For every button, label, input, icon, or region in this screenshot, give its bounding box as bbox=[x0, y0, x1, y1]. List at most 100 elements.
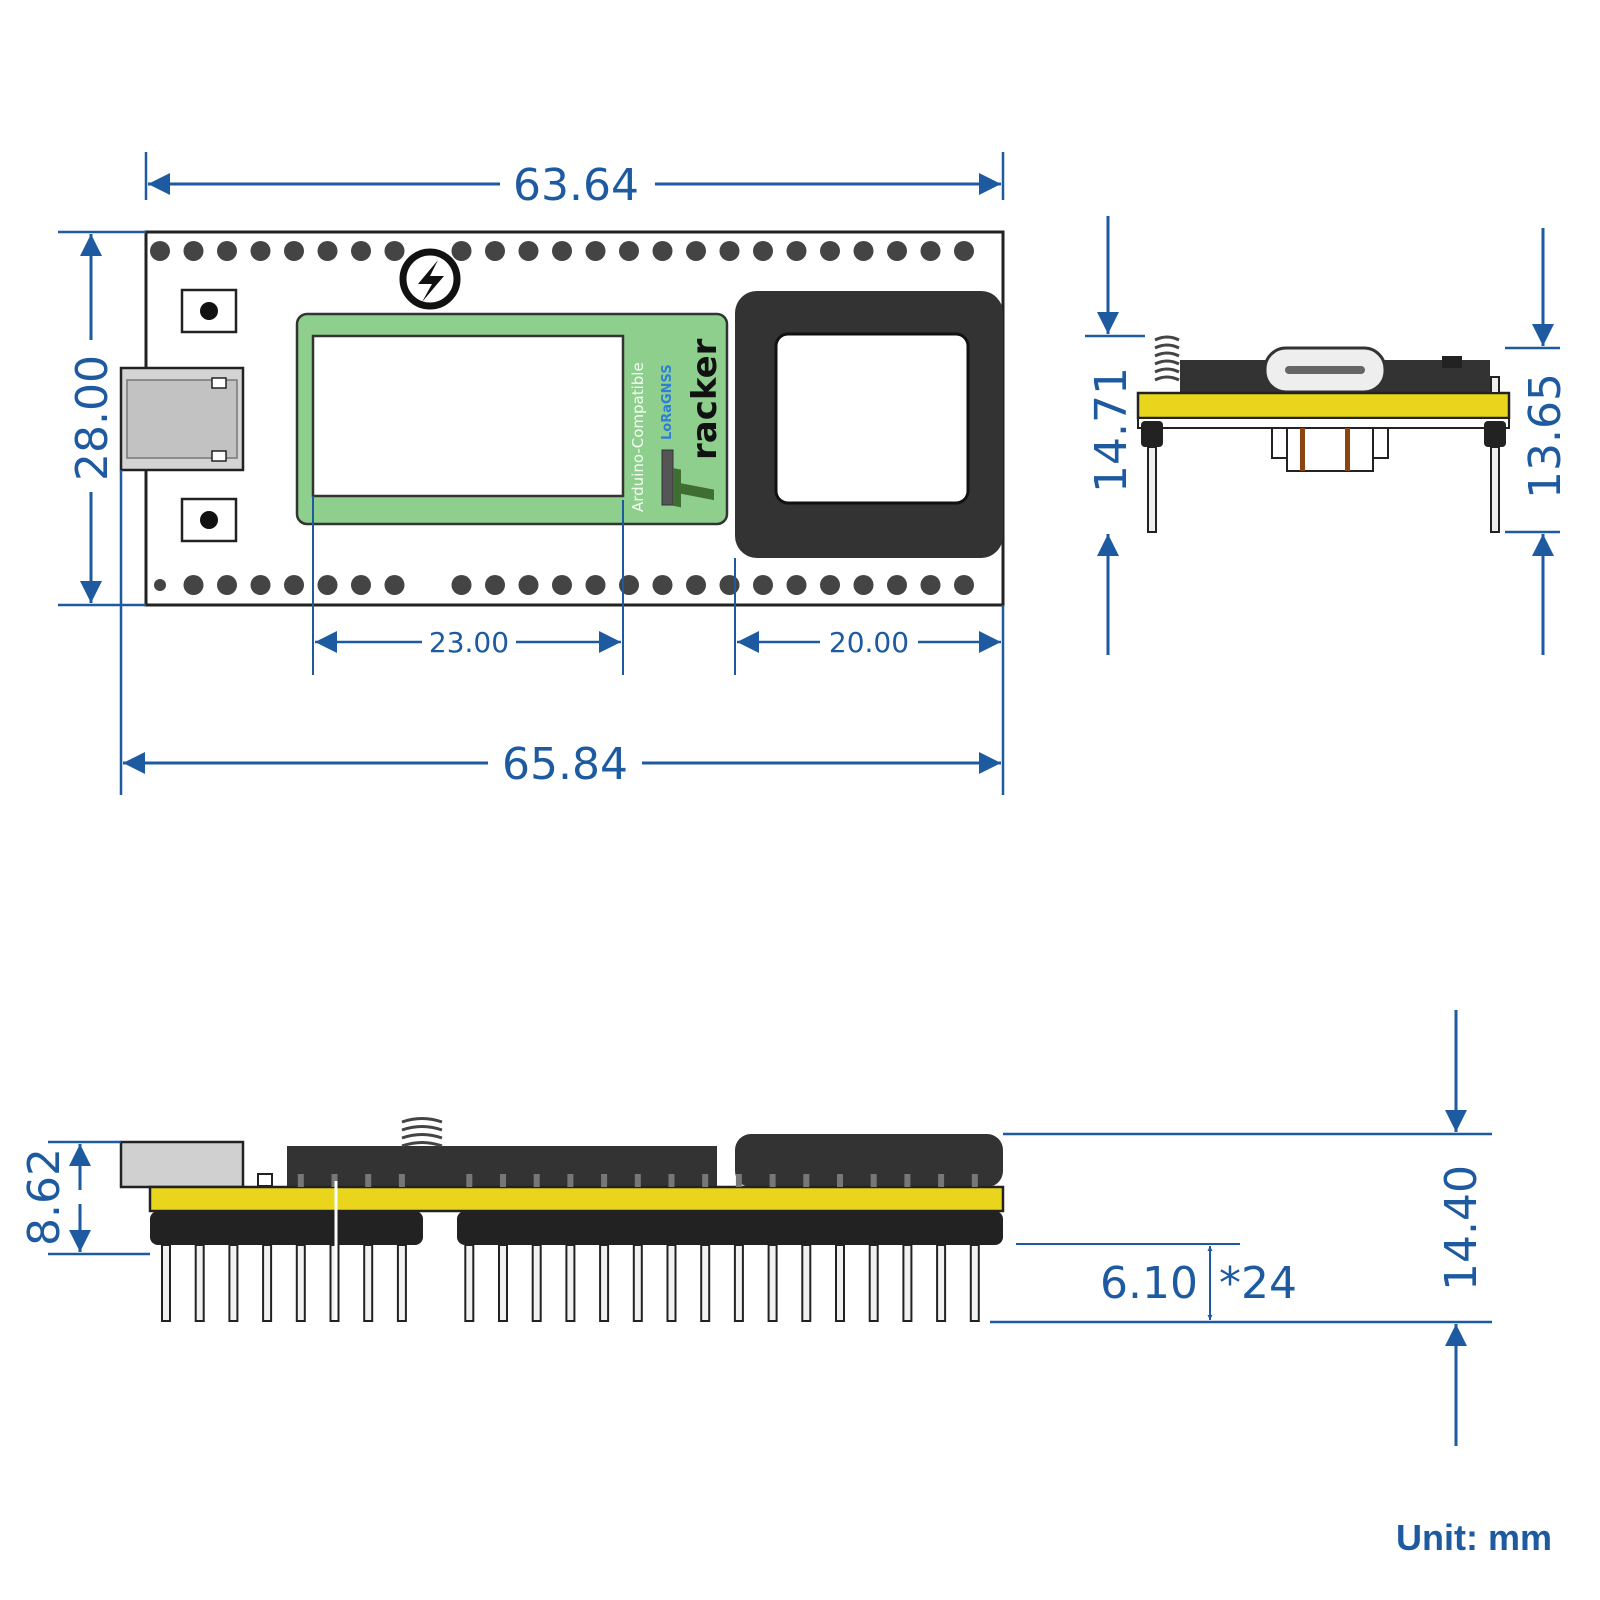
header-pin-top bbox=[870, 1174, 877, 1187]
header-pins-side bbox=[161, 1244, 980, 1322]
header-hole bbox=[652, 241, 673, 261]
dim-label-pin-length: 6.10 bbox=[1100, 1258, 1198, 1309]
header-pin-top bbox=[365, 1174, 372, 1187]
header-hole bbox=[719, 241, 740, 261]
dim-label-gnss-width: 20.00 bbox=[829, 626, 909, 659]
usb-c-connector-side bbox=[119, 1140, 245, 1189]
brand-name: racker bbox=[685, 338, 725, 460]
header-hole bbox=[753, 241, 773, 261]
header-hole bbox=[719, 575, 740, 595]
dim-label-display-width: 23.00 bbox=[429, 626, 509, 659]
gnss-module-side bbox=[735, 1134, 1003, 1187]
header-pin-top bbox=[702, 1174, 709, 1187]
side-view: 8.62 14.40 6.10 *24 bbox=[19, 1010, 1492, 1446]
header-pin-top bbox=[837, 1174, 843, 1187]
header-hole bbox=[284, 241, 304, 261]
header-pin bbox=[632, 1244, 643, 1322]
header-pin-top bbox=[601, 1174, 608, 1187]
header-pin bbox=[868, 1244, 879, 1322]
header-hole bbox=[485, 575, 505, 595]
header-pin bbox=[262, 1244, 273, 1322]
header-hole bbox=[250, 241, 271, 261]
dim-label-end-height-left: 14.71 bbox=[1086, 367, 1137, 493]
dim-display-width: 23.00 bbox=[312, 496, 624, 675]
header-hole bbox=[686, 241, 706, 261]
header-pin bbox=[565, 1244, 576, 1322]
gnss-antenna-patch bbox=[774, 332, 970, 505]
header-pin-top bbox=[904, 1174, 911, 1187]
header-block-right bbox=[457, 1211, 1003, 1245]
header-block-left bbox=[150, 1211, 423, 1245]
header-hole bbox=[585, 241, 606, 261]
header-pin-top bbox=[803, 1174, 810, 1187]
lcd-module: Arduino-Compatible LoRaGNSS T racker bbox=[295, 312, 729, 526]
header-pin-top bbox=[971, 1174, 978, 1187]
header-hole bbox=[820, 241, 840, 261]
header-pin bbox=[835, 1244, 845, 1322]
header-pin-top bbox=[533, 1174, 540, 1187]
header-pin-top bbox=[668, 1174, 675, 1187]
header-pin-top bbox=[297, 1174, 304, 1187]
header-hole bbox=[585, 575, 606, 595]
header-hole bbox=[451, 575, 472, 595]
pcb-side bbox=[148, 1185, 1005, 1213]
header-hole bbox=[686, 575, 706, 595]
header-pin bbox=[295, 1244, 306, 1322]
spring-antenna-end bbox=[1154, 335, 1180, 382]
header-pin bbox=[464, 1244, 475, 1322]
header-pin bbox=[194, 1244, 205, 1322]
header-hole bbox=[920, 241, 941, 261]
header-hole bbox=[217, 575, 237, 595]
header-pin bbox=[767, 1244, 778, 1322]
dim-label-end-height-right: 13.65 bbox=[1520, 373, 1571, 499]
header-hole bbox=[518, 241, 539, 261]
header-hole bbox=[786, 241, 807, 261]
dim-end-height-left: 14.71 bbox=[1085, 216, 1145, 655]
header-pin-top bbox=[735, 1174, 742, 1187]
header-pin bbox=[969, 1244, 980, 1322]
top-view: Arduino-Compatible LoRaGNSS T racker 63.… bbox=[58, 152, 1005, 795]
header-pin-top bbox=[331, 1174, 338, 1187]
reset-button bbox=[180, 497, 238, 543]
header-hole bbox=[384, 241, 405, 261]
header-pin bbox=[363, 1244, 374, 1322]
dim-label-total-width: 65.84 bbox=[502, 739, 628, 790]
header-pin-top bbox=[500, 1174, 506, 1187]
header-hole bbox=[154, 579, 166, 591]
header-holes-bottom-row bbox=[154, 575, 974, 595]
header-pin bbox=[396, 1244, 407, 1322]
dim-label-board-height: 28.00 bbox=[67, 355, 118, 481]
header-pin bbox=[498, 1244, 508, 1322]
dim-total-width: 65.84 bbox=[119, 470, 1005, 795]
header-hole bbox=[317, 575, 338, 595]
dim-label-side-total-height: 14.40 bbox=[1436, 1165, 1487, 1291]
header-hole bbox=[150, 241, 170, 261]
header-hole bbox=[920, 575, 941, 595]
header-hole bbox=[317, 241, 338, 261]
header-hole bbox=[284, 575, 304, 595]
usb-c-connector-top bbox=[119, 366, 245, 472]
header-pin bbox=[936, 1244, 947, 1322]
header-hole bbox=[786, 575, 807, 595]
header-pin bbox=[161, 1244, 171, 1322]
header-hole bbox=[753, 575, 773, 595]
spring-antenna-side bbox=[401, 1117, 443, 1148]
boot-button bbox=[180, 288, 238, 334]
header-hole bbox=[887, 575, 907, 595]
header-hole bbox=[183, 241, 204, 261]
header-pin-top bbox=[398, 1174, 405, 1187]
gnss-module bbox=[735, 291, 1003, 558]
dim-side-total-height: 14.40 bbox=[990, 1010, 1492, 1446]
unit-label: Unit: mm bbox=[1396, 1517, 1552, 1558]
header-hole bbox=[351, 241, 371, 261]
header-pin-top bbox=[769, 1174, 776, 1187]
header-hole bbox=[954, 241, 974, 261]
dim-board-width: 63.64 bbox=[144, 152, 1005, 211]
header-hole bbox=[217, 241, 237, 261]
header-hole bbox=[552, 241, 572, 261]
header-hole bbox=[853, 575, 874, 595]
header-hole bbox=[652, 575, 673, 595]
dim-pin-length: 6.10 *24 bbox=[1016, 1243, 1297, 1320]
